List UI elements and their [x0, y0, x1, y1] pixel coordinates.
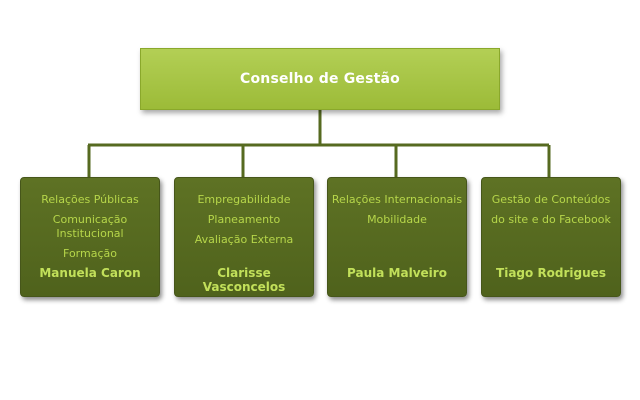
department-4-line-2: do site e do Facebook [491, 213, 611, 226]
department-node-3: Relações Internacionais Mobilidade Paula… [327, 177, 467, 297]
department-2-person: Clarisse Vasconcelos [202, 266, 286, 294]
department-4-person: Tiago Rodrigues [496, 266, 606, 280]
department-1-line-4: Formação [63, 247, 117, 260]
department-node-1: Relações Públicas Comunicação Institucio… [20, 177, 160, 297]
department-2-line-3: Avaliação Externa [194, 233, 294, 246]
department-1-line-2: Comunicação [52, 213, 128, 226]
department-1-person: Manuela Caron [39, 266, 141, 280]
root-node: Conselho de Gestão [140, 48, 500, 110]
department-3-person: Paula Malveiro [347, 266, 447, 280]
department-3-line-2: Mobilidade [367, 213, 427, 226]
department-3-line-1: Relações Internacionais [331, 193, 463, 206]
department-node-2: Empregabilidade Planeamento Avaliação Ex… [174, 177, 314, 297]
root-node-title: Conselho de Gestão [239, 71, 400, 87]
department-1-line-3: Institucional [56, 227, 124, 240]
department-node-4: Gestão de Conteúdos do site e do Faceboo… [481, 177, 621, 297]
department-4-line-1: Gestão de Conteúdos [491, 193, 611, 206]
department-2-line-1: Empregabilidade [197, 193, 291, 206]
department-2-line-2: Planeamento [207, 213, 281, 226]
department-1-line-1: Relações Públicas [41, 193, 139, 206]
